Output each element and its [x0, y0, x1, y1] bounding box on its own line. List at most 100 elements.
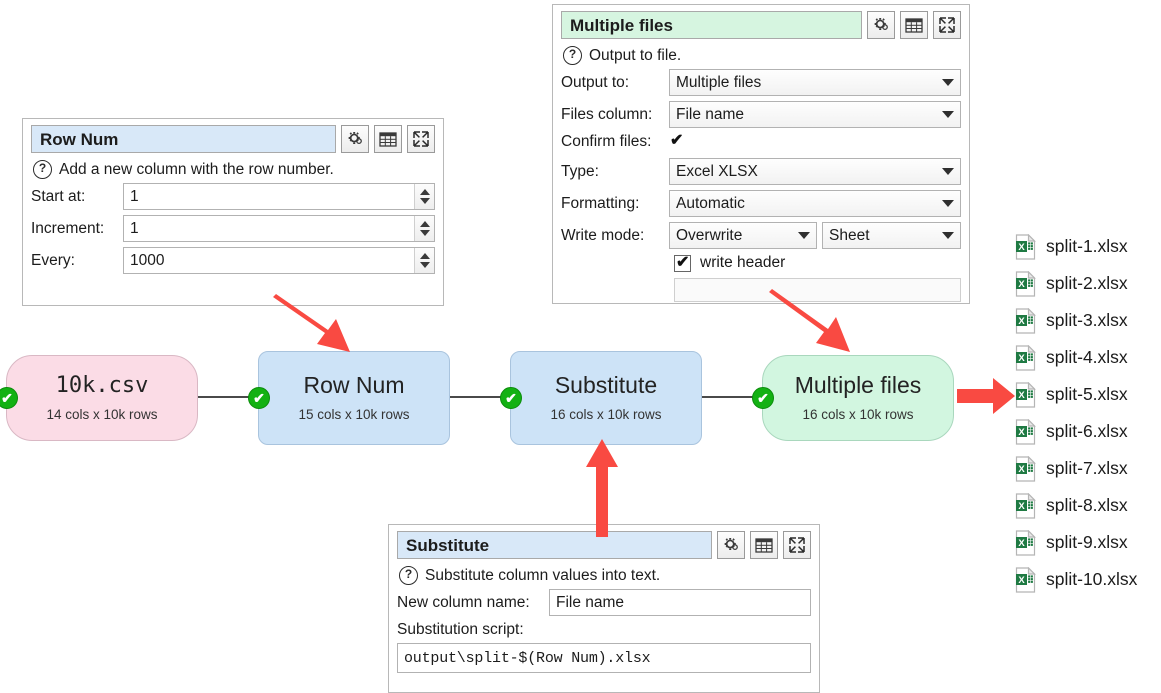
panel-description-text: Substitute column values into text. — [425, 566, 661, 584]
node-subtitle: 16 cols x 10k rows — [550, 407, 662, 423]
field-output-to-select[interactable]: Multiple files — [669, 69, 961, 96]
question-mark-icon[interactable]: ? — [563, 46, 582, 65]
excel-file-icon — [1015, 344, 1036, 371]
file-name: split-7.xlsx — [1046, 458, 1128, 478]
extra-options-row[interactable] — [674, 278, 961, 302]
write-header-checkbox[interactable] — [674, 253, 691, 272]
field-formatting: Formatting: Automatic — [561, 190, 961, 217]
list-item[interactable]: split-4.xlsx — [1015, 339, 1161, 376]
node-substitute[interactable]: Substitute 16 cols x 10k rows — [500, 351, 702, 445]
list-item[interactable]: split-10.xlsx — [1015, 561, 1161, 598]
chevron-down-icon — [942, 79, 954, 86]
chevron-down-icon — [942, 168, 954, 175]
field-every-label: Every: — [31, 251, 75, 269]
expand-icon[interactable] — [407, 125, 435, 153]
panel-title-input[interactable]: Substitute — [397, 531, 712, 559]
field-start-at-input[interactable]: 1 — [123, 183, 435, 210]
node-10k-csv[interactable]: 10k.csv 14 cols x 10k rows — [0, 355, 198, 441]
panel-description: ? Add a new column with the row number. — [33, 160, 435, 179]
field-files-column: Files column: File name — [561, 101, 961, 128]
field-output-to: Output to: Multiple files — [561, 69, 961, 96]
file-name: split-6.xlsx — [1046, 421, 1128, 441]
field-type: Type: Excel XLSX — [561, 158, 961, 185]
field-increment-value: 1 — [130, 219, 139, 237]
field-new-column-name: New column name: File name — [397, 589, 811, 616]
chevron-down-icon — [798, 232, 810, 239]
file-name: split-4.xlsx — [1046, 347, 1128, 367]
increment-stepper[interactable] — [414, 216, 434, 241]
confirm-files-checkbox[interactable] — [669, 131, 686, 151]
field-confirm-files-label: Confirm files: — [561, 133, 652, 150]
substitution-script-input[interactable]: output\split-$(Row Num).xlsx — [397, 643, 811, 673]
field-increment-input[interactable]: 1 — [123, 215, 435, 242]
panel-title-input[interactable]: Multiple files — [561, 11, 862, 39]
annotation-arrow-to-multiple-files — [769, 289, 850, 352]
field-formatting-select[interactable]: Automatic — [669, 190, 961, 217]
field-output-to-label: Output to: — [561, 73, 630, 91]
script-label-row: Substitution script: — [397, 621, 811, 639]
list-item[interactable]: split-3.xlsx — [1015, 302, 1161, 339]
gears-icon[interactable] — [867, 11, 895, 39]
panel-title-row: Row Num — [31, 125, 435, 153]
expand-icon[interactable] — [783, 531, 811, 559]
node-row-num[interactable]: Row Num 15 cols x 10k rows — [248, 351, 450, 445]
every-stepper[interactable] — [414, 248, 434, 273]
field-write-header: write header — [561, 253, 961, 272]
field-sheet-select[interactable]: Sheet — [822, 222, 961, 249]
table-icon[interactable] — [374, 125, 402, 153]
list-item[interactable]: split-1.xlsx — [1015, 228, 1161, 265]
start-at-stepper[interactable] — [414, 184, 434, 209]
list-item[interactable]: split-8.xlsx — [1015, 487, 1161, 524]
excel-file-icon — [1015, 233, 1036, 260]
field-increment: Increment: 1 — [31, 215, 435, 242]
list-item[interactable]: split-5.xlsx — [1015, 376, 1161, 413]
green-check-icon — [248, 387, 270, 409]
green-check-icon — [500, 387, 522, 409]
chevron-down-icon — [942, 111, 954, 118]
field-start-at: Start at: 1 — [31, 183, 435, 210]
annotation-arrow-to-substitute — [586, 439, 618, 537]
panel-description-text: Output to file. — [589, 46, 682, 64]
list-item[interactable]: split-2.xlsx — [1015, 265, 1161, 302]
excel-file-icon — [1015, 270, 1036, 297]
field-every-input[interactable]: 1000 — [123, 247, 435, 274]
field-type-select[interactable]: Excel XLSX — [669, 158, 961, 185]
field-write-mode-label: Write mode: — [561, 226, 645, 244]
field-start-at-value: 1 — [130, 187, 139, 205]
chevron-down-icon — [942, 200, 954, 207]
field-write-mode-select[interactable]: Overwrite — [669, 222, 817, 249]
panel-description: ? Output to file. — [563, 46, 961, 65]
field-files-column-value: File name — [676, 105, 745, 123]
table-icon[interactable] — [900, 11, 928, 39]
field-confirm-files: Confirm files: — [561, 131, 961, 151]
panel-title-input[interactable]: Row Num — [31, 125, 336, 153]
file-name: split-10.xlsx — [1046, 569, 1138, 589]
field-files-column-select[interactable]: File name — [669, 101, 961, 128]
question-mark-icon[interactable]: ? — [399, 566, 418, 585]
gears-icon[interactable] — [341, 125, 369, 153]
node-multiple-files[interactable]: Multiple files 16 cols x 10k rows — [752, 355, 954, 441]
field-every: Every: 1000 — [31, 247, 435, 274]
list-item[interactable]: split-6.xlsx — [1015, 413, 1161, 450]
file-name: split-2.xlsx — [1046, 273, 1128, 293]
file-name: split-8.xlsx — [1046, 495, 1128, 515]
chevron-down-icon — [942, 232, 954, 239]
question-mark-icon[interactable]: ? — [33, 160, 52, 179]
gears-icon[interactable] — [717, 531, 745, 559]
field-output-to-value: Multiple files — [676, 73, 762, 91]
node-subtitle: 14 cols x 10k rows — [46, 406, 158, 422]
excel-file-icon — [1015, 566, 1036, 593]
table-icon[interactable] — [750, 531, 778, 559]
panel-row-num: Row Num ? Add a new column with the row … — [22, 118, 444, 306]
list-item[interactable]: split-7.xlsx — [1015, 450, 1161, 487]
field-type-label: Type: — [561, 162, 599, 180]
expand-icon[interactable] — [933, 11, 961, 39]
field-every-value: 1000 — [130, 251, 165, 269]
output-file-list: split-1.xlsx split-2.xlsx split-3.xlsx s… — [1015, 228, 1161, 598]
node-title: Row Num — [303, 372, 405, 399]
node-subtitle: 16 cols x 10k rows — [802, 407, 914, 423]
excel-file-icon — [1015, 418, 1036, 445]
field-new-column-name-input[interactable]: File name — [549, 589, 811, 616]
list-item[interactable]: split-9.xlsx — [1015, 524, 1161, 561]
excel-file-icon — [1015, 455, 1036, 482]
